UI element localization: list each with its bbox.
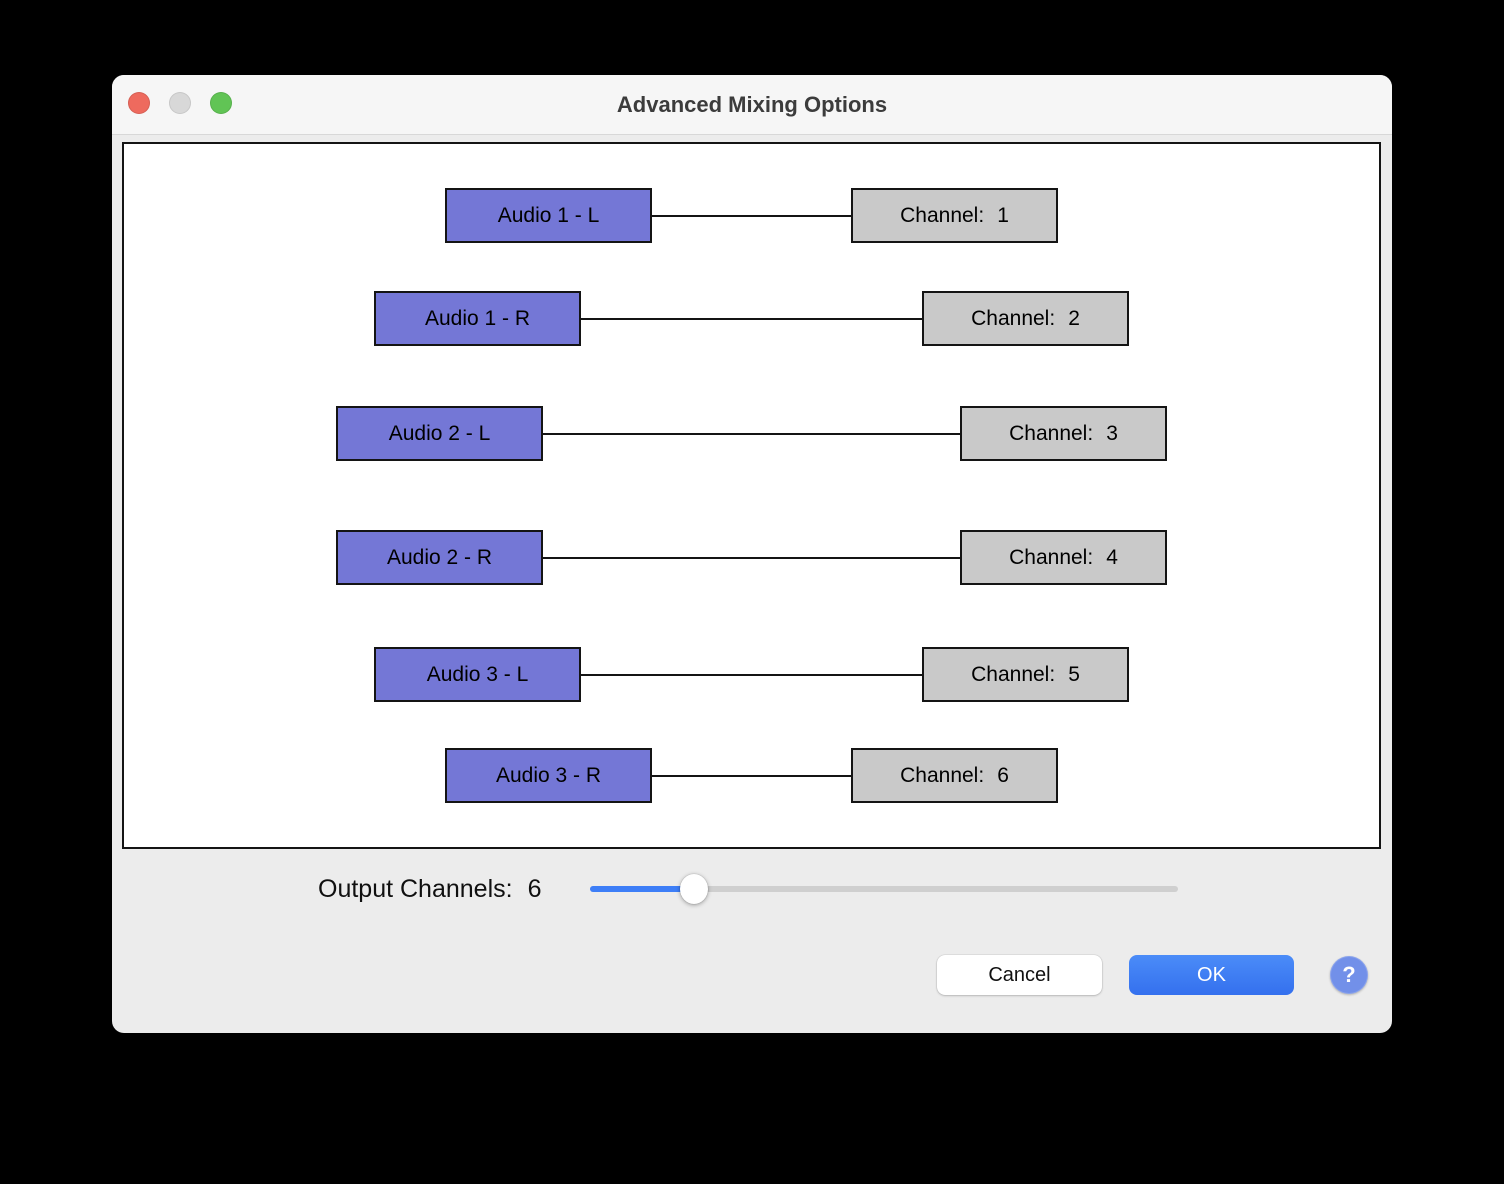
output-channel-box[interactable]: Channel: 2 <box>922 291 1129 346</box>
zoom-button[interactable] <box>210 92 232 114</box>
audio-source-label: Audio 2 - L <box>388 421 491 445</box>
minimize-button <box>169 92 191 114</box>
mix-row: Audio 1 - L Channel: 1 <box>124 188 1379 243</box>
channel-number: 3 <box>1106 421 1118 445</box>
audio-source-box[interactable]: Audio 3 - L <box>374 647 581 702</box>
output-channels-slider[interactable] <box>590 874 1178 904</box>
channel-number: 2 <box>1068 306 1080 330</box>
audio-source-box[interactable]: Audio 3 - R <box>445 748 652 803</box>
channel-label: Channel: <box>1009 545 1094 569</box>
dialog-title: Advanced Mixing Options <box>616 92 888 117</box>
audio-source-label: Audio 1 - L <box>497 203 600 227</box>
output-channel-box[interactable]: Channel: 1 <box>851 188 1058 243</box>
mix-row: Audio 3 - L Channel: 5 <box>124 647 1379 702</box>
mix-row: Audio 2 - L Channel: 3 <box>124 406 1379 461</box>
mix-row: Audio 3 - R Channel: 6 <box>124 748 1379 803</box>
audio-source-label: Audio 1 - R <box>424 306 531 330</box>
channel-label: Channel: <box>1009 421 1094 445</box>
output-channel-box[interactable]: Channel: 5 <box>922 647 1129 702</box>
output-channel-box[interactable]: Channel: 6 <box>851 748 1058 803</box>
slider-fill <box>590 886 694 892</box>
audio-source-box[interactable]: Audio 2 - R <box>336 530 543 585</box>
output-channels-value: 6 <box>527 874 542 903</box>
close-button[interactable] <box>128 92 150 114</box>
channel-label: Channel: <box>971 306 1056 330</box>
mixing-canvas: Audio 1 - L Channel: 1 Audio 1 - R Chann… <box>122 142 1381 849</box>
channel-label: Channel: <box>900 763 985 787</box>
audio-source-label: Audio 3 - R <box>495 763 602 787</box>
help-button[interactable]: ? <box>1330 956 1368 994</box>
connection-line <box>581 317 922 320</box>
channel-number: 5 <box>1068 662 1080 686</box>
connection-line <box>652 214 851 217</box>
audio-source-label: Audio 3 - L <box>426 662 529 686</box>
cancel-button[interactable]: Cancel <box>937 955 1102 995</box>
mix-row: Audio 1 - R Channel: 2 <box>124 291 1379 346</box>
channel-label: Channel: <box>900 203 985 227</box>
connection-line <box>543 556 960 559</box>
audio-source-box[interactable]: Audio 2 - L <box>336 406 543 461</box>
channel-number: 4 <box>1106 545 1118 569</box>
output-channels-label: Output Channels: <box>318 874 513 903</box>
audio-source-box[interactable]: Audio 1 - L <box>445 188 652 243</box>
channel-label: Channel: <box>971 662 1056 686</box>
connection-line <box>652 774 851 777</box>
audio-source-label: Audio 2 - R <box>386 545 493 569</box>
slider-thumb[interactable] <box>680 874 708 904</box>
output-channel-box[interactable]: Channel: 3 <box>960 406 1167 461</box>
output-channels-row: Output Channels: 6 <box>318 872 541 906</box>
mix-row: Audio 2 - R Channel: 4 <box>124 530 1379 585</box>
connection-line <box>543 432 960 435</box>
connection-line <box>581 673 922 676</box>
audio-source-box[interactable]: Audio 1 - R <box>374 291 581 346</box>
channel-number: 6 <box>997 763 1009 787</box>
advanced-mixing-options-dialog: Advanced Mixing Options Audio 1 - L Chan… <box>112 75 1392 1033</box>
ok-button[interactable]: OK <box>1129 955 1294 995</box>
channel-number: 1 <box>997 203 1009 227</box>
title-bar: Advanced Mixing Options <box>112 75 1392 135</box>
output-channel-box[interactable]: Channel: 4 <box>960 530 1167 585</box>
